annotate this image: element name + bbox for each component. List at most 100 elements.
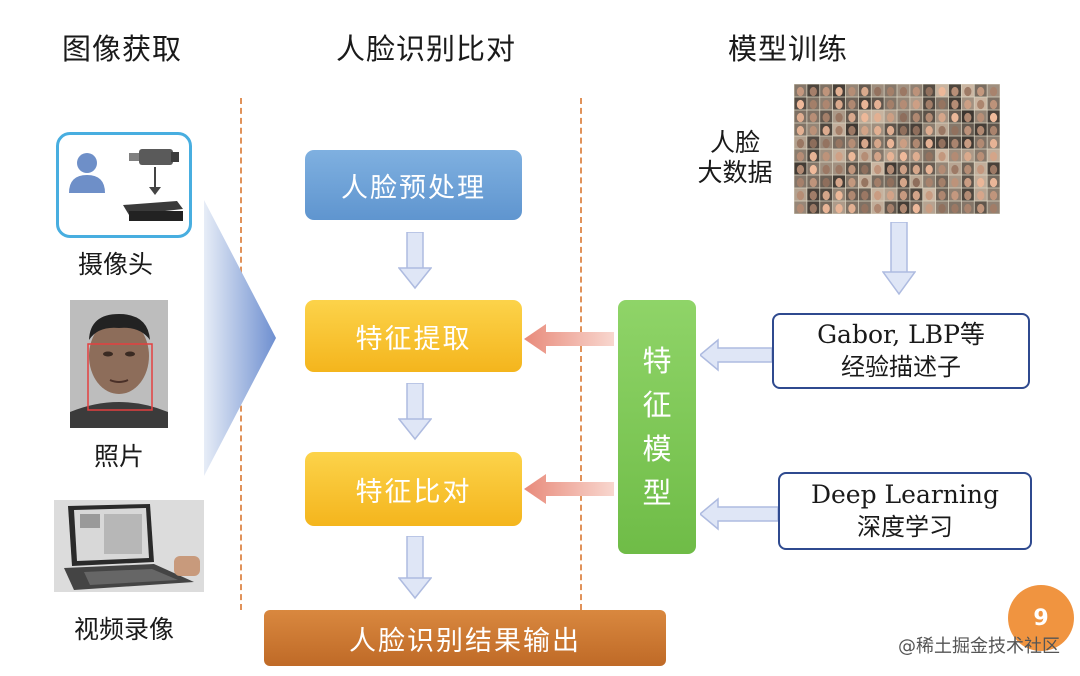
mosaic-face-tile bbox=[936, 110, 949, 123]
mosaic-face-tile bbox=[948, 188, 961, 201]
mosaic-face-tile bbox=[897, 84, 910, 97]
mosaic-face-tile bbox=[948, 97, 961, 110]
arrow-down-3 bbox=[398, 536, 432, 600]
laptop-illustration bbox=[54, 500, 204, 592]
mosaic-face-tile bbox=[897, 201, 910, 214]
arrow-down-training bbox=[882, 222, 916, 296]
mosaic-face-tile bbox=[987, 84, 1000, 97]
mosaic-face-tile bbox=[987, 201, 1000, 214]
mosaic-face-tile bbox=[936, 136, 949, 149]
mosaic-face-tile bbox=[794, 201, 807, 214]
mosaic-face-tile bbox=[910, 201, 923, 214]
mosaic-face-tile bbox=[897, 162, 910, 175]
mosaic-face-tile bbox=[923, 188, 936, 201]
down-arrow-icon bbox=[149, 167, 161, 195]
mosaic-face-tile bbox=[884, 201, 897, 214]
person-icon bbox=[69, 153, 105, 193]
mosaic-face-tile bbox=[794, 175, 807, 188]
mosaic-face-tile bbox=[833, 162, 846, 175]
mosaic-face-tile bbox=[794, 136, 807, 149]
mosaic-face-tile bbox=[961, 188, 974, 201]
mosaic-face-tile bbox=[858, 201, 871, 214]
mosaic-face-tile bbox=[845, 97, 858, 110]
mosaic-face-tile bbox=[910, 136, 923, 149]
mosaic-face-tile bbox=[845, 201, 858, 214]
mosaic-face-tile bbox=[910, 149, 923, 162]
mosaic-face-tile bbox=[910, 188, 923, 201]
video-image bbox=[54, 500, 204, 592]
mosaic-face-tile bbox=[884, 175, 897, 188]
mosaic-face-tile bbox=[794, 123, 807, 136]
mosaic-face-tile bbox=[936, 149, 949, 162]
mosaic-face-tile bbox=[820, 175, 833, 188]
mosaic-face-tile bbox=[961, 84, 974, 97]
mosaic-face-tile bbox=[871, 162, 884, 175]
mosaic-face-tile bbox=[948, 123, 961, 136]
box-deep-learning: Deep Learning 深度学习 bbox=[778, 472, 1032, 550]
mosaic-face-tile bbox=[807, 97, 820, 110]
deep-learning-line1: Deep Learning bbox=[810, 480, 1000, 509]
mosaic-face-tile bbox=[884, 84, 897, 97]
mosaic-face-tile bbox=[974, 201, 987, 214]
gabor-lbp-line2: 经验描述子 bbox=[841, 353, 961, 381]
mosaic-face-tile bbox=[961, 123, 974, 136]
mosaic-face-tile bbox=[923, 162, 936, 175]
mosaic-face-tile bbox=[923, 97, 936, 110]
mosaic-face-tile bbox=[807, 136, 820, 149]
mosaic-face-tile bbox=[807, 123, 820, 136]
box-feature-comparison: 特征比对 bbox=[305, 452, 522, 526]
mosaic-face-tile bbox=[884, 123, 897, 136]
mosaic-face-tile bbox=[820, 162, 833, 175]
heading-face-recognition: 人脸识别比对 bbox=[336, 32, 517, 66]
mosaic-face-tile bbox=[871, 201, 884, 214]
mosaic-face-tile bbox=[833, 149, 846, 162]
label-face-bigdata-line2: 大数据 bbox=[697, 158, 773, 187]
mosaic-face-tile bbox=[794, 162, 807, 175]
mosaic-face-tile bbox=[987, 149, 1000, 162]
mosaic-face-tile bbox=[948, 175, 961, 188]
mosaic-face-tile bbox=[845, 188, 858, 201]
mosaic-face-tile bbox=[948, 149, 961, 162]
mosaic-face-tile bbox=[858, 188, 871, 201]
cctv-camera-icon bbox=[129, 149, 179, 165]
mosaic-face-tile bbox=[884, 136, 897, 149]
mosaic-face-tile bbox=[936, 97, 949, 110]
mosaic-face-tile bbox=[833, 201, 846, 214]
mosaic-face-tile bbox=[987, 162, 1000, 175]
mosaic-face-tile bbox=[974, 175, 987, 188]
mosaic-face-tile bbox=[884, 188, 897, 201]
mosaic-face-tile bbox=[923, 136, 936, 149]
mosaic-face-tile bbox=[974, 110, 987, 123]
mosaic-face-tile bbox=[961, 110, 974, 123]
mosaic-face-tile bbox=[948, 136, 961, 149]
mosaic-face-tile bbox=[820, 136, 833, 149]
arrow-down-1 bbox=[398, 232, 432, 290]
box-result-output: 人脸识别结果输出 bbox=[264, 610, 666, 666]
mosaic-face-tile bbox=[961, 149, 974, 162]
mosaic-face-tile bbox=[884, 110, 897, 123]
mosaic-face-tile bbox=[858, 123, 871, 136]
mosaic-face-tile bbox=[858, 149, 871, 162]
mosaic-face-tile bbox=[897, 175, 910, 188]
feature-model-char-1: 特 bbox=[642, 344, 672, 378]
mosaic-face-tile bbox=[897, 188, 910, 201]
mosaic-face-tile bbox=[974, 162, 987, 175]
mosaic-face-tile bbox=[820, 123, 833, 136]
mosaic-face-tile bbox=[871, 97, 884, 110]
mosaic-face-tile bbox=[974, 97, 987, 110]
mosaic-face-tile bbox=[807, 162, 820, 175]
mosaic-face-tile bbox=[923, 201, 936, 214]
mosaic-face-tile bbox=[820, 97, 833, 110]
mosaic-face-tile bbox=[974, 149, 987, 162]
mosaic-face-tile bbox=[936, 188, 949, 201]
mosaic-face-tile bbox=[884, 97, 897, 110]
heading-model-training: 模型训练 bbox=[728, 32, 849, 66]
mosaic-face-tile bbox=[987, 97, 1000, 110]
mosaic-face-tile bbox=[820, 84, 833, 97]
mosaic-face-tile bbox=[858, 110, 871, 123]
arrow-left-compare bbox=[524, 474, 614, 504]
mosaic-face-tile bbox=[987, 188, 1000, 201]
mosaic-face-tile bbox=[923, 110, 936, 123]
box-feature-extraction: 特征提取 bbox=[305, 300, 522, 372]
arrow-down-2 bbox=[398, 383, 432, 441]
